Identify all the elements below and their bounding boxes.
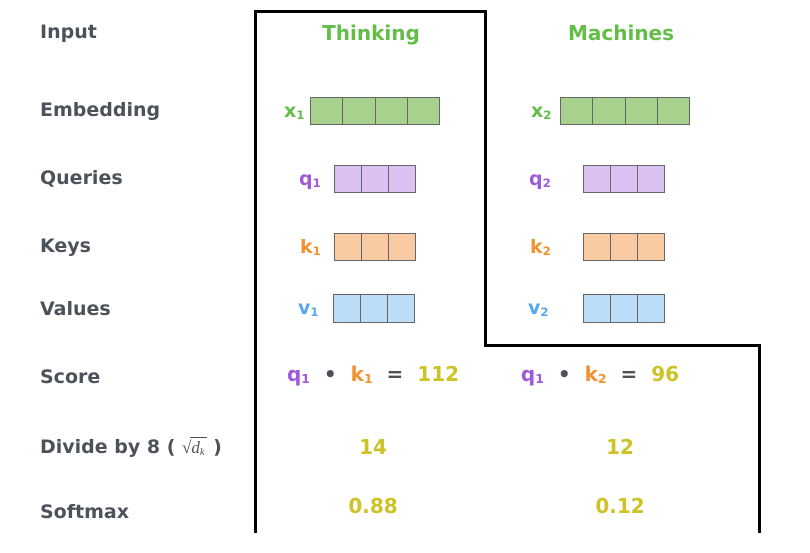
value-label-v1: v1 [298, 297, 319, 320]
vector-cell [333, 294, 361, 323]
vector-cell [610, 233, 638, 261]
divide-label-prefix: Divide by 8 ( [40, 436, 183, 458]
query-label-q1: q1 [299, 168, 321, 191]
key-label-k1: k1 [300, 236, 321, 259]
vector-cell [361, 233, 389, 261]
row-label-input: Input [40, 21, 97, 43]
attention-box-border-top [254, 10, 487, 13]
row-label-keys: Keys [40, 235, 91, 257]
query-label-q2: q2 [529, 168, 551, 191]
vector-cell [388, 233, 416, 261]
row-label-softmax: Softmax [40, 501, 129, 523]
vector-cell [342, 97, 376, 125]
row-label-queries: Queries [40, 167, 123, 189]
vector-cell [361, 165, 389, 193]
vector-cell [637, 294, 665, 323]
softmax-value-thinking: 0.88 [348, 494, 398, 518]
embedding-vector-x2 [560, 97, 690, 125]
radical-sign: √ [182, 438, 192, 457]
vector-cell [637, 233, 665, 261]
row-label-score: Score [40, 366, 101, 388]
embedding-label-x2: x2 [531, 100, 552, 123]
word-header-machines: Machines [567, 21, 675, 45]
vector-cell [388, 165, 416, 193]
sqrt-dk-expression: √dk [182, 437, 207, 458]
vector-cell [310, 97, 344, 125]
vector-cell [610, 294, 638, 323]
value-vector-v2 [583, 294, 665, 323]
divided-value-machines: 12 [606, 435, 634, 459]
row-label-divide: Divide by 8 ( √dk ) [40, 434, 222, 466]
vector-cell [637, 165, 665, 193]
vector-cell [334, 165, 362, 193]
key-vector-k1 [334, 233, 416, 261]
vector-cell [360, 294, 388, 323]
attention-box-border-inner-right [484, 10, 487, 347]
score-equation-thinking: q1 • k1 = 112 [286, 362, 460, 387]
word-header-thinking: Thinking [322, 21, 420, 45]
vector-cell [592, 97, 626, 125]
vector-cell [374, 97, 408, 125]
row-label-values: Values [40, 298, 111, 320]
radicand: dk [190, 437, 207, 458]
attention-box-border-left [254, 10, 257, 533]
value-vector-v1 [333, 294, 415, 323]
divided-value-thinking: 14 [359, 435, 387, 459]
row-label-embedding: Embedding [40, 99, 161, 121]
vector-cell [560, 97, 594, 125]
vector-cell [334, 233, 362, 261]
softmax-value-machines: 0.12 [595, 494, 645, 518]
score-equation-machines: q1 • k2 = 96 [520, 362, 680, 387]
vector-cell [387, 294, 415, 323]
embedding-label-x1: x1 [284, 100, 305, 123]
attention-box-border-step [484, 344, 761, 347]
vector-cell [656, 97, 690, 125]
vector-cell [583, 294, 611, 323]
divide-label-suffix: ) [206, 436, 222, 458]
value-label-v2: v2 [528, 297, 549, 320]
attention-box-border-right [758, 344, 761, 533]
vector-cell [583, 233, 611, 261]
embedding-vector-x1 [310, 97, 440, 125]
vector-cell [583, 165, 611, 193]
query-vector-q2 [583, 165, 665, 193]
query-vector-q1 [334, 165, 416, 193]
key-label-k2: k2 [530, 236, 551, 259]
vector-cell [624, 97, 658, 125]
vector-cell [610, 165, 638, 193]
vector-cell [406, 97, 440, 125]
key-vector-k2 [583, 233, 665, 261]
